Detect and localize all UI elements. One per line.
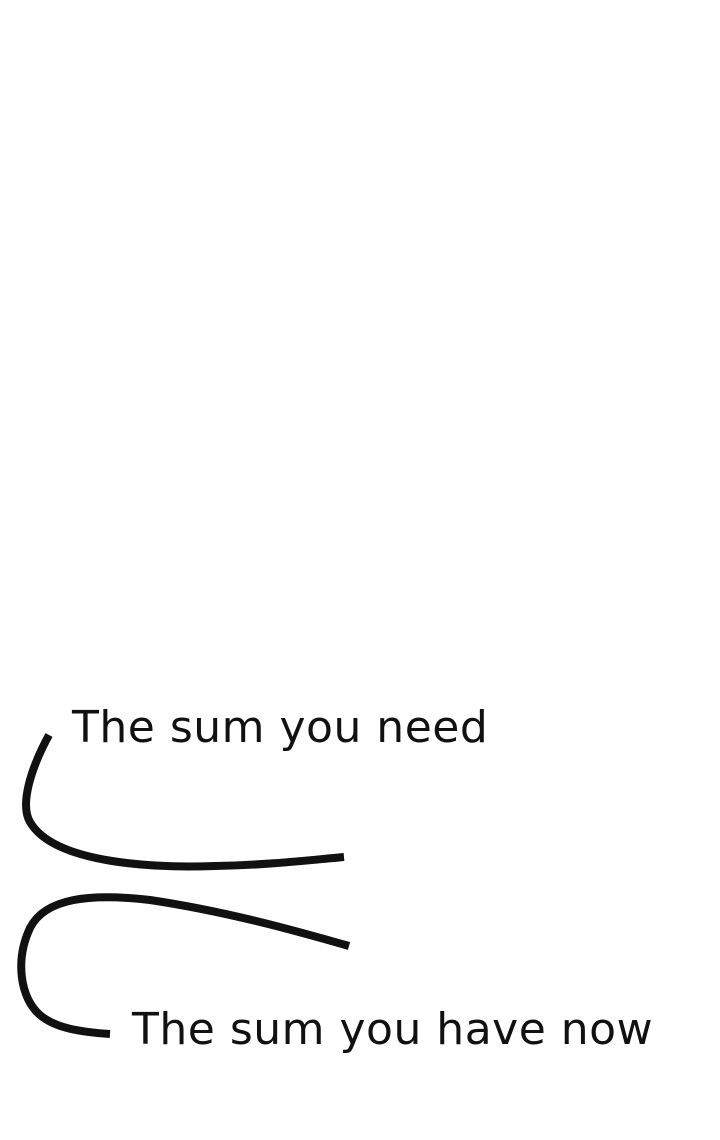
bottom-curve-stroke	[17, 893, 351, 1038]
top-label: The sum you need	[72, 702, 489, 753]
top-curve-stroke	[22, 733, 345, 871]
bottom-label: The sum you have now	[132, 1004, 654, 1055]
